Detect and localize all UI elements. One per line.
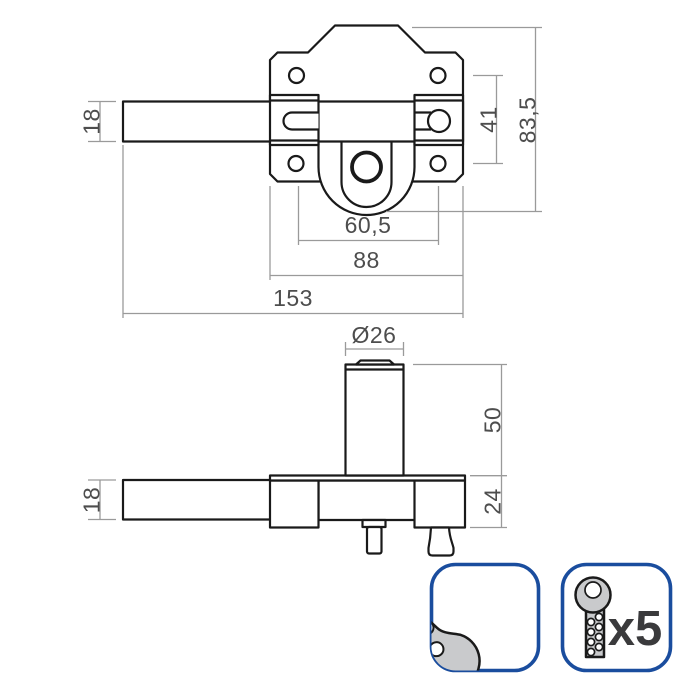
cylinder-cap: [354, 359, 396, 366]
dim-plate-width: 88: [353, 247, 380, 273]
key-silhouette: [431, 577, 481, 671]
dim-cylinder-diameter: Ø26: [352, 322, 397, 348]
right-block: [413, 479, 467, 529]
dim-hole-spacing-v: 41: [476, 106, 502, 133]
screw-hole: [429, 154, 447, 173]
pin-shaft: [365, 525, 383, 555]
front-view: [121, 24, 465, 217]
left-guide-slot: [282, 111, 319, 131]
dim-body-depth: 24: [480, 488, 506, 515]
screw-hole: [429, 66, 447, 85]
cylinder: [344, 363, 405, 477]
dimple-key-badge: [429, 562, 541, 673]
cylinder-core: [350, 150, 383, 184]
dimple-key-icon: [431, 577, 481, 671]
lock-body: [317, 479, 417, 522]
dim-bolt-height-side: 18: [79, 487, 105, 514]
key-icon: [574, 576, 612, 659]
dim-cylinder-height: 50: [480, 407, 506, 434]
dim-total-height: 83,5: [515, 97, 541, 144]
keys-count-badge: x5: [560, 562, 673, 673]
left-guide-block: [268, 479, 320, 529]
screw-hole: [287, 154, 305, 173]
front-view-dimensions: 18 41 83,5 60,5 88 153: [79, 26, 542, 318]
dim-hole-spacing-h: 60,5: [345, 212, 392, 238]
tapered-knob: [427, 526, 455, 557]
locking-pin-hole: [426, 108, 452, 134]
keys-count-label: x5: [608, 602, 663, 656]
side-view: [121, 359, 467, 557]
dim-bolt-height: 18: [79, 108, 105, 135]
side-view-dimensions: Ø26 50 24 18: [79, 322, 507, 529]
dim-total-length: 153: [273, 285, 313, 311]
screw-hole: [287, 66, 306, 85]
